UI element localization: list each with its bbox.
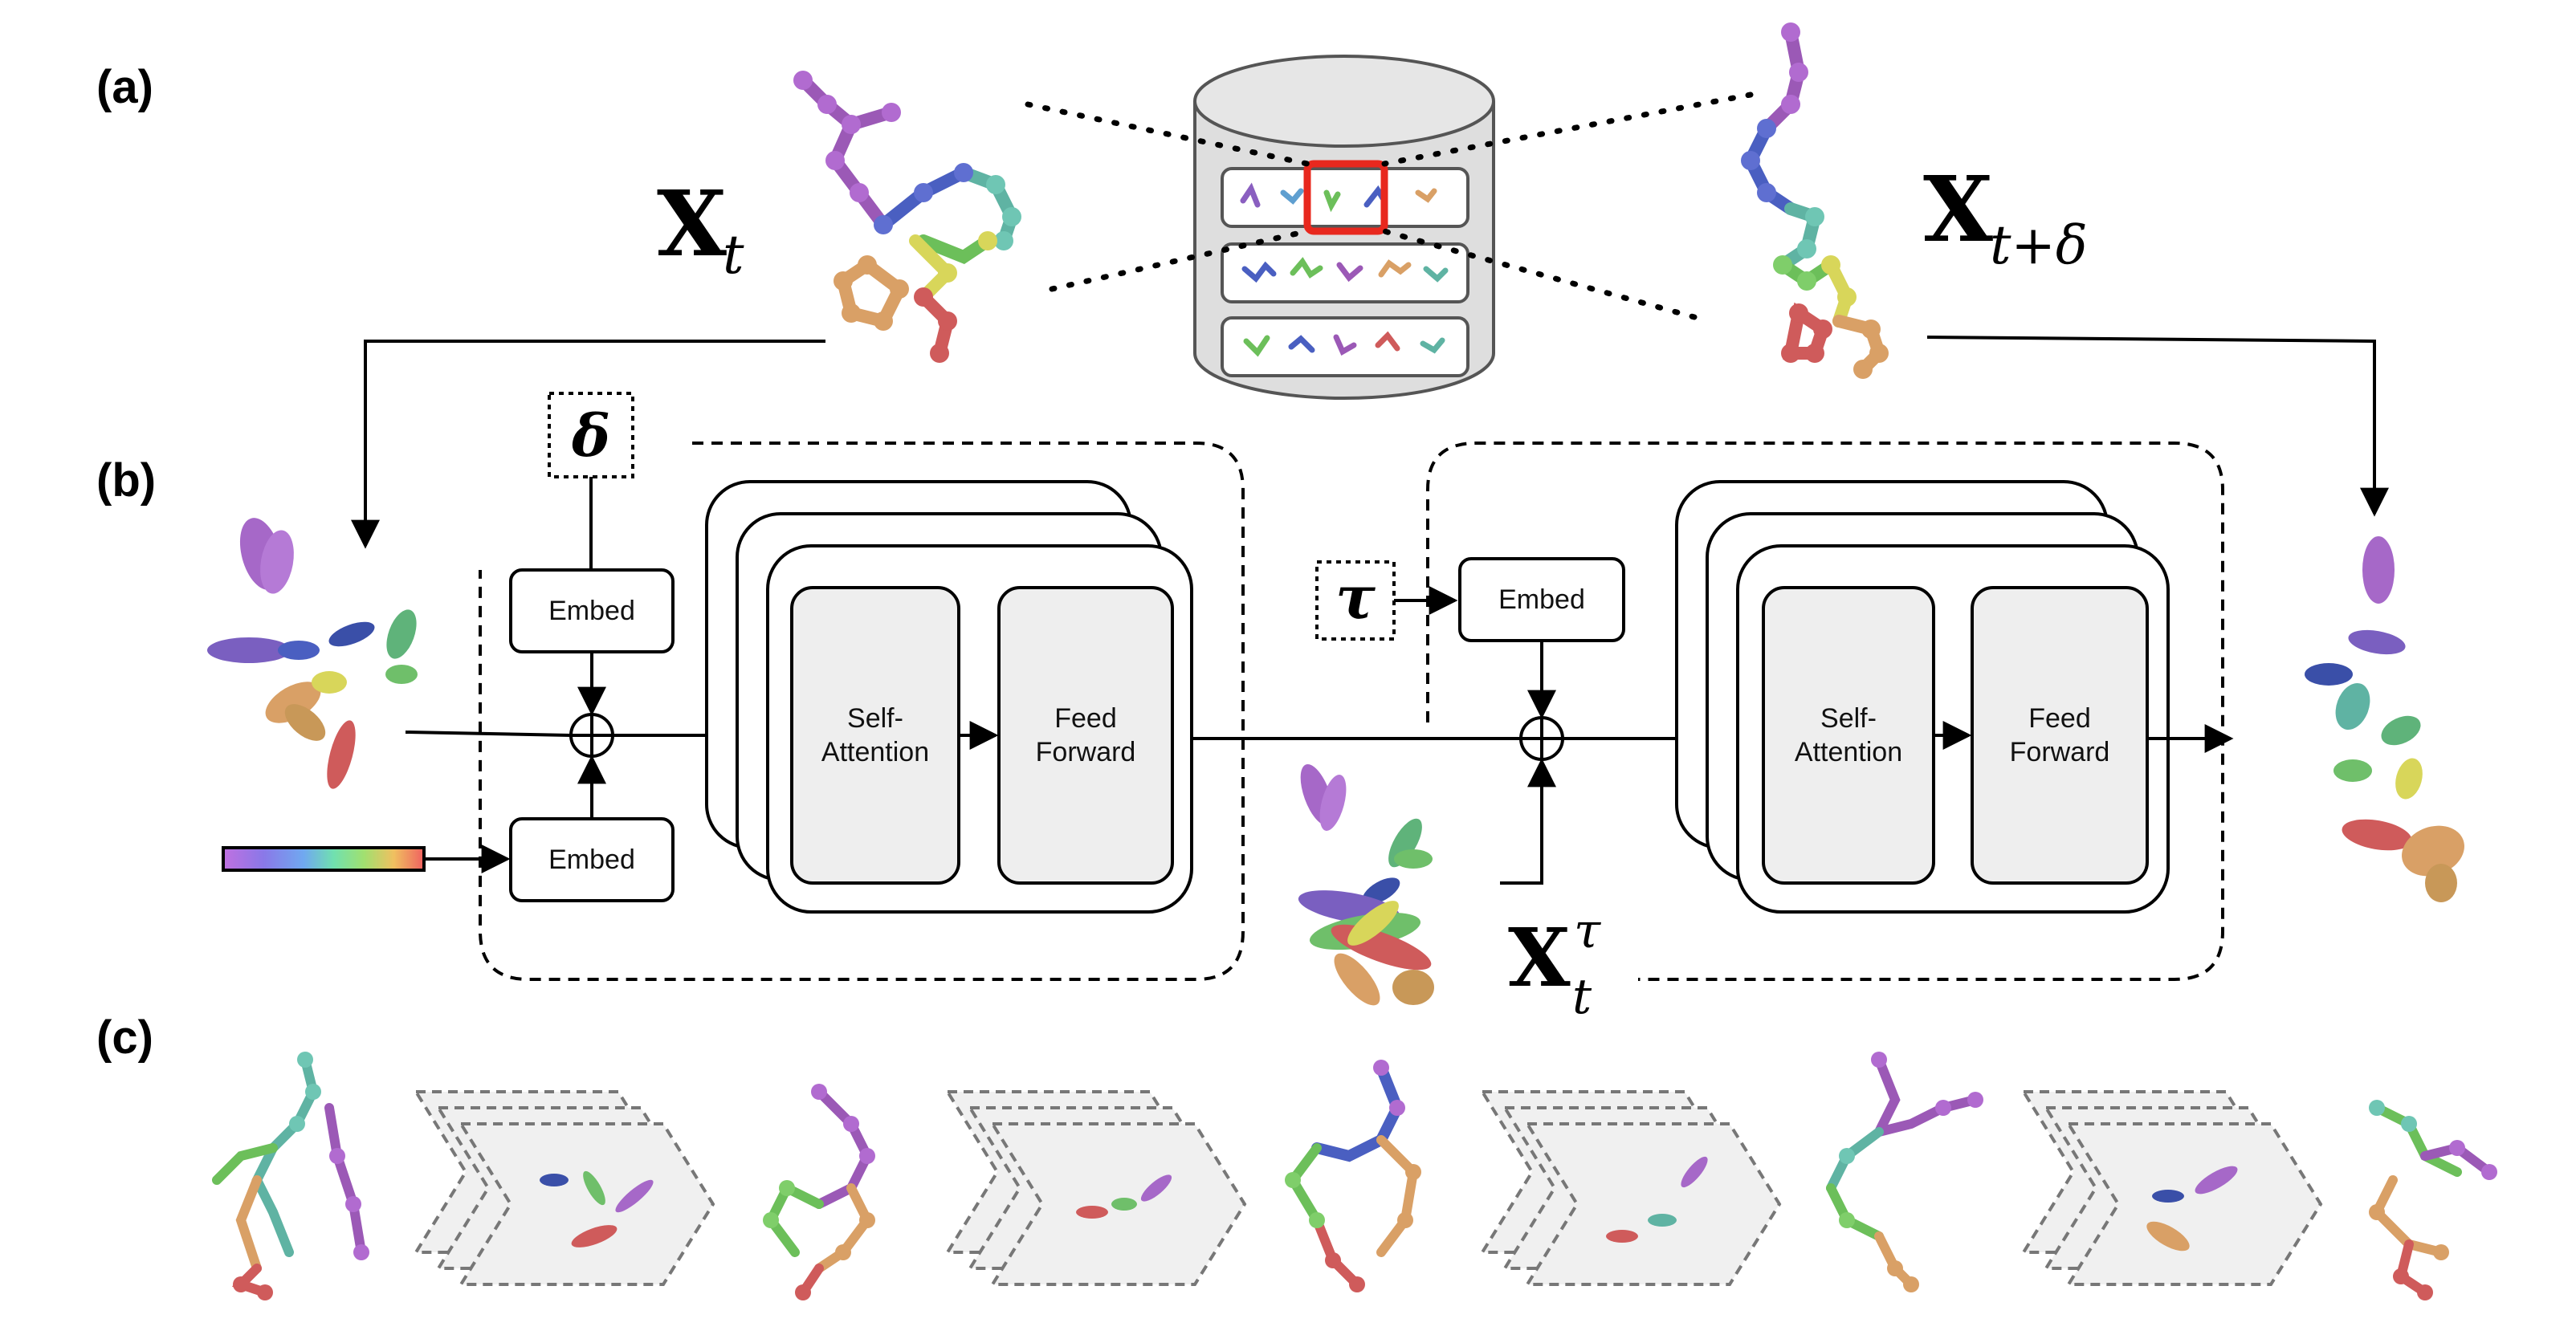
add-icon bbox=[569, 713, 614, 758]
molecule-icon bbox=[2369, 1100, 2497, 1300]
x-tau-sub: t bbox=[1572, 969, 1592, 1025]
panel-label-a: (a) bbox=[96, 61, 153, 113]
decoder-self-attention-block bbox=[1762, 586, 1935, 885]
x-td-base: X bbox=[1923, 157, 1993, 263]
molecule-icon bbox=[1741, 22, 1889, 379]
arrow-xtd-down bbox=[1926, 336, 2389, 517]
encoder-embed-bottom: Embed bbox=[509, 817, 675, 902]
database-icon bbox=[1193, 55, 1495, 400]
molecule-icon bbox=[1298, 764, 1434, 1006]
molecule-icon bbox=[793, 71, 1021, 363]
decoder-stack: Self- Attention Feed Forward bbox=[1675, 480, 2170, 914]
x-t-delta-label: X t+δ bbox=[1923, 157, 2088, 276]
decoder-embed-label: Embed bbox=[1498, 584, 1585, 615]
molecule-icon bbox=[2305, 536, 2464, 902]
encoder-self-attention-block bbox=[790, 586, 960, 885]
decoder-feed-forward-block bbox=[1971, 586, 2149, 885]
encoder-feed-forward-block bbox=[997, 586, 1174, 885]
molecule-icon bbox=[1285, 1060, 1421, 1292]
x-tau-base: X bbox=[1508, 910, 1571, 1005]
molecule-icon bbox=[1826, 1052, 1983, 1292]
molecule-icon bbox=[212, 1052, 369, 1300]
delta-input: δ bbox=[548, 392, 634, 478]
decoder-feed-forward-line1: Feed bbox=[2028, 703, 2091, 734]
panel-label-c: (c) bbox=[96, 1011, 153, 1064]
molecule-icon bbox=[207, 518, 418, 789]
x-t-label: X t bbox=[657, 172, 744, 286]
arrow-xt-down bbox=[351, 340, 825, 549]
add-icon bbox=[1519, 716, 1564, 761]
encoder-embed-top: Embed bbox=[509, 568, 675, 653]
decoder-feed-forward-line2: Forward bbox=[2010, 737, 2110, 767]
chevron-icon bbox=[944, 1090, 1247, 1286]
encoder-embed-top-label: Embed bbox=[548, 596, 635, 626]
x-tau-sup: τ bbox=[1574, 903, 1601, 959]
encoder-stack: Self- Attention Feed Forward bbox=[705, 480, 1193, 914]
chevron-icon bbox=[2020, 1090, 2323, 1286]
highlight-frame bbox=[1303, 160, 1388, 235]
x-tau-label: X t τ bbox=[1508, 903, 1601, 1025]
encoder-feed-forward-line2: Forward bbox=[1036, 737, 1136, 767]
decoder-boundary bbox=[1426, 442, 2224, 981]
tau-symbol: τ bbox=[1335, 564, 1376, 633]
x-t-sub: t bbox=[723, 224, 744, 286]
encoder-self-attention-line1: Self- bbox=[847, 703, 903, 734]
encoder-feed-forward-line1: Feed bbox=[1054, 703, 1117, 734]
encoder-boundary bbox=[479, 442, 1245, 981]
decoder-embed: Embed bbox=[1458, 557, 1625, 642]
molecule-icon bbox=[763, 1084, 875, 1300]
delta-symbol: δ bbox=[571, 401, 610, 470]
tau-input: τ bbox=[1315, 560, 1396, 641]
panel-label-b: (b) bbox=[96, 454, 156, 507]
projection-lines bbox=[1025, 92, 1754, 320]
x-t-base: X bbox=[657, 172, 727, 277]
decoder-self-attention-line1: Self- bbox=[1820, 703, 1877, 734]
decoder-self-attention-line2: Attention bbox=[1795, 737, 1902, 767]
sequence-bar-icon bbox=[222, 846, 426, 872]
chevron-icon bbox=[413, 1090, 715, 1286]
chevron-icon bbox=[1479, 1090, 1782, 1286]
trajectory-row bbox=[212, 1052, 2497, 1300]
encoder-self-attention-line2: Attention bbox=[821, 737, 929, 767]
x-td-sub: t+δ bbox=[1990, 214, 2088, 276]
encoder-embed-bottom-label: Embed bbox=[548, 845, 635, 875]
